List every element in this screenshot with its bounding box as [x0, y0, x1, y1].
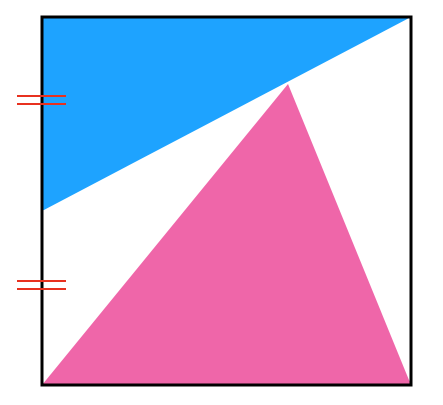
blue-region: [42, 17, 411, 211]
pink-triangle: [42, 84, 411, 385]
square-border: [40, 15, 413, 387]
upper-equal-tick-mark: [17, 95, 66, 105]
lower-equal-tick-mark: [17, 280, 66, 290]
